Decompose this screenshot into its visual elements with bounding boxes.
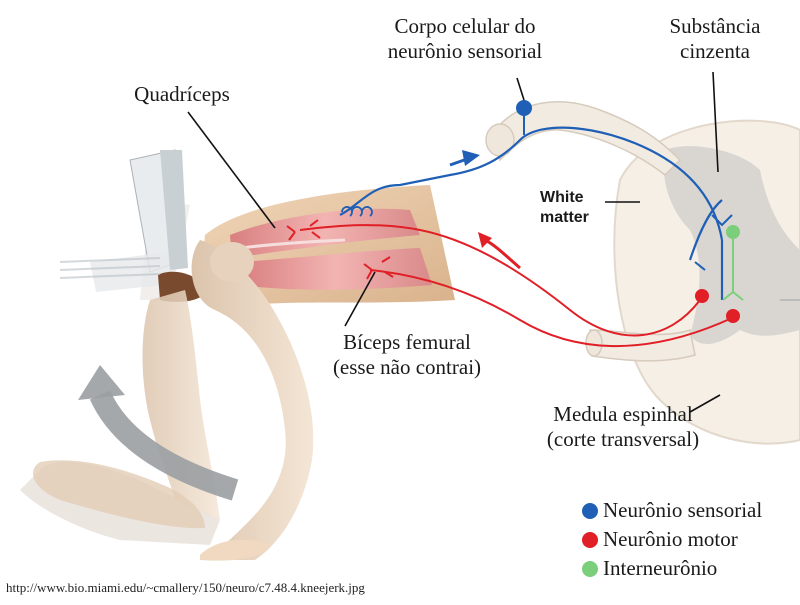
motor-cell-body-1 <box>695 289 709 303</box>
leader-lines <box>187 71 721 413</box>
label-biceps-femoris: Bíceps femural (esse não contrai) <box>312 330 502 380</box>
interneuron <box>722 225 744 301</box>
motor-neuron <box>286 219 740 347</box>
label-spinal-line1: Medula espinhal <box>553 402 693 426</box>
label-cell-body: Corpo celular do neurônio sensorial <box>370 14 560 64</box>
legend-label-interneuron: Interneurônio <box>603 556 718 580</box>
label-spinal-cord: Medula espinhal (corte transversal) <box>528 402 718 452</box>
label-gray-matter: Substância cinzenta <box>655 14 775 64</box>
gray-matter <box>663 146 800 345</box>
thigh <box>204 185 455 305</box>
biceps-femoris-muscle <box>240 248 432 290</box>
label-gray-matter-line1: Substância <box>669 14 761 38</box>
label-white-matter-line1: White <box>540 189 584 206</box>
dorsal-root <box>494 101 682 177</box>
reflex-hammer <box>59 149 206 302</box>
label-spinal-line2: (corte transversal) <box>546 427 700 451</box>
source-url: http://www.bio.miami.edu/~cmallery/150/n… <box>6 580 365 595</box>
label-gray-matter-line2: cinzenta <box>680 39 750 63</box>
legend-label-motor: Neurônio motor <box>603 527 738 551</box>
label-cell-body-line1: Corpo celular do <box>394 14 536 38</box>
interneuron-dot-icon <box>582 560 598 577</box>
legend: Neurônio sensorial Neurônio motor Intern… <box>582 496 762 583</box>
leg-kick-arrow <box>89 390 239 501</box>
legend-item-sensory: Neurônio sensorial <box>582 496 762 525</box>
label-biceps-line2: (esse não contrai) <box>332 355 482 379</box>
label-biceps-line1: Bíceps femural <box>343 330 471 354</box>
label-white-matter: White matter <box>540 188 610 228</box>
motor-cell-body-2 <box>726 309 740 323</box>
spinal-cord-cross-section <box>485 101 800 445</box>
legend-item-interneuron: Interneurônio <box>582 554 762 583</box>
legend-item-motor: Neurônio motor <box>582 525 762 554</box>
sensory-neuron <box>339 100 733 300</box>
legend-label-sensory: Neurônio sensorial <box>603 498 763 522</box>
label-cell-body-line2: neurônio sensorial <box>387 39 543 63</box>
sensory-dot-icon <box>582 502 598 519</box>
label-quadriceps: Quadríceps <box>122 82 242 107</box>
sensory-cell-body <box>516 100 532 116</box>
motor-dot-icon <box>582 531 598 548</box>
lower-leg <box>32 240 314 561</box>
label-white-matter-line2: matter <box>540 209 589 226</box>
label-quadriceps-text: Quadríceps <box>134 82 230 106</box>
